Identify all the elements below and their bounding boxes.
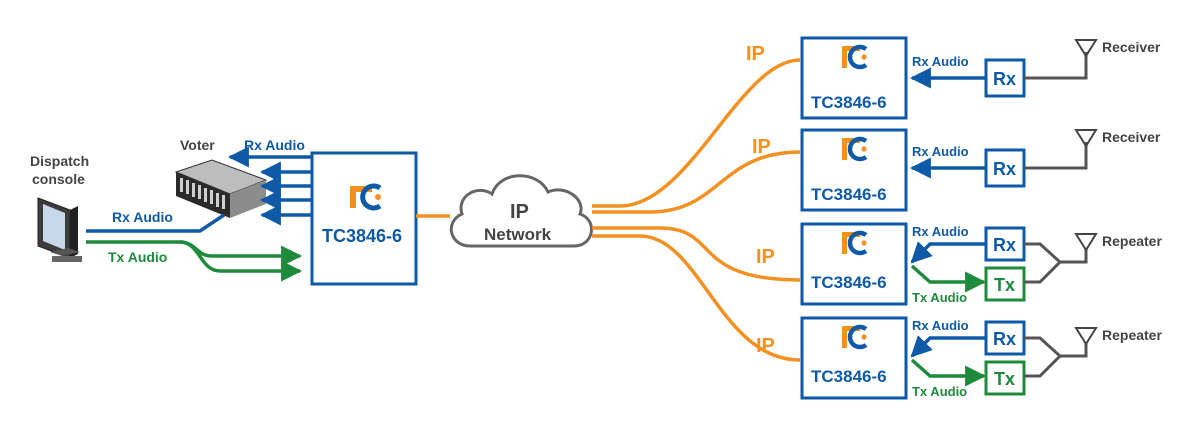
site4-ip-label: IP bbox=[756, 335, 775, 357]
site3: TC3846-6 Rx Audio Tx Audio Rx Tx Repeate… bbox=[800, 222, 1162, 306]
site3-antenna-label: Repeater bbox=[1102, 233, 1162, 249]
site2-ip-label: IP bbox=[752, 136, 771, 158]
main-device-box bbox=[310, 151, 418, 286]
site1-device-name: TC3846-6 bbox=[811, 93, 887, 112]
voter-label: Voter bbox=[180, 137, 215, 153]
site4-rx-box: Rx bbox=[993, 329, 1016, 349]
site3-device-name: TC3846-6 bbox=[811, 273, 887, 292]
site2-rx-label: Rx Audio bbox=[912, 144, 969, 159]
tc-logo-icon bbox=[842, 44, 868, 70]
site4-tx-label: Tx Audio bbox=[912, 384, 967, 399]
ip-links bbox=[592, 58, 801, 362]
site1: TC3846-6 Rx Audio Rx Receiver bbox=[800, 36, 1161, 120]
antenna-icon bbox=[1074, 129, 1098, 148]
tc-logo-icon bbox=[350, 183, 382, 211]
site3-rx-label: Rx Audio bbox=[912, 224, 969, 239]
site3-ip-label: IP bbox=[756, 246, 775, 268]
dispatch-label-line2: console bbox=[32, 171, 85, 187]
site4: TC3846-6 Rx Audio Tx Audio Rx Tx Repeate… bbox=[800, 316, 1162, 400]
dispatch-rx-link bbox=[86, 213, 225, 233]
site2-device-name: TC3846-6 bbox=[811, 185, 887, 204]
antenna-icon bbox=[1074, 233, 1098, 252]
site2: TC3846-6 Rx Audio Rx Receiver bbox=[800, 128, 1161, 212]
dispatch-label-line1: Dispatch bbox=[30, 153, 89, 169]
dispatch-tx-link bbox=[86, 240, 303, 282]
cloud-label-line1: IP bbox=[510, 201, 529, 223]
tc-logo-icon bbox=[842, 230, 868, 256]
site4-device-name: TC3846-6 bbox=[811, 367, 887, 386]
voter-rx-label: Rx Audio bbox=[244, 137, 305, 153]
site3-rx-box: Rx bbox=[993, 235, 1016, 255]
site3-tx-label: Tx Audio bbox=[912, 290, 967, 305]
tc-logo-icon bbox=[842, 136, 868, 162]
cloud-icon bbox=[449, 174, 593, 248]
voter-rx-links bbox=[227, 146, 312, 226]
site1-antenna-label: Receiver bbox=[1102, 39, 1161, 55]
voter-device-icon bbox=[174, 159, 268, 218]
site1-ip-label: IP bbox=[746, 43, 765, 65]
main-device-name: TC3846-6 bbox=[322, 226, 402, 246]
tc-logo-icon bbox=[842, 324, 868, 350]
dispatch-console-icon bbox=[37, 197, 82, 262]
dispatch-rx-label: Rx Audio bbox=[112, 209, 173, 225]
site1-rx-label: Rx Audio bbox=[912, 54, 969, 69]
dispatch-tx-label: Tx Audio bbox=[108, 249, 167, 265]
antenna-icon bbox=[1074, 327, 1098, 346]
antenna-icon bbox=[1074, 39, 1098, 58]
site4-rx-label: Rx Audio bbox=[912, 318, 969, 333]
site2-antenna-label: Receiver bbox=[1102, 129, 1161, 145]
site4-tx-box: Tx bbox=[994, 369, 1015, 389]
site3-tx-box: Tx bbox=[994, 275, 1015, 295]
site4-antenna-label: Repeater bbox=[1102, 327, 1162, 343]
site2-rx-box: Rx bbox=[993, 159, 1016, 179]
site1-rx-box: Rx bbox=[993, 69, 1016, 89]
cloud-label-line2: Network bbox=[484, 225, 552, 244]
